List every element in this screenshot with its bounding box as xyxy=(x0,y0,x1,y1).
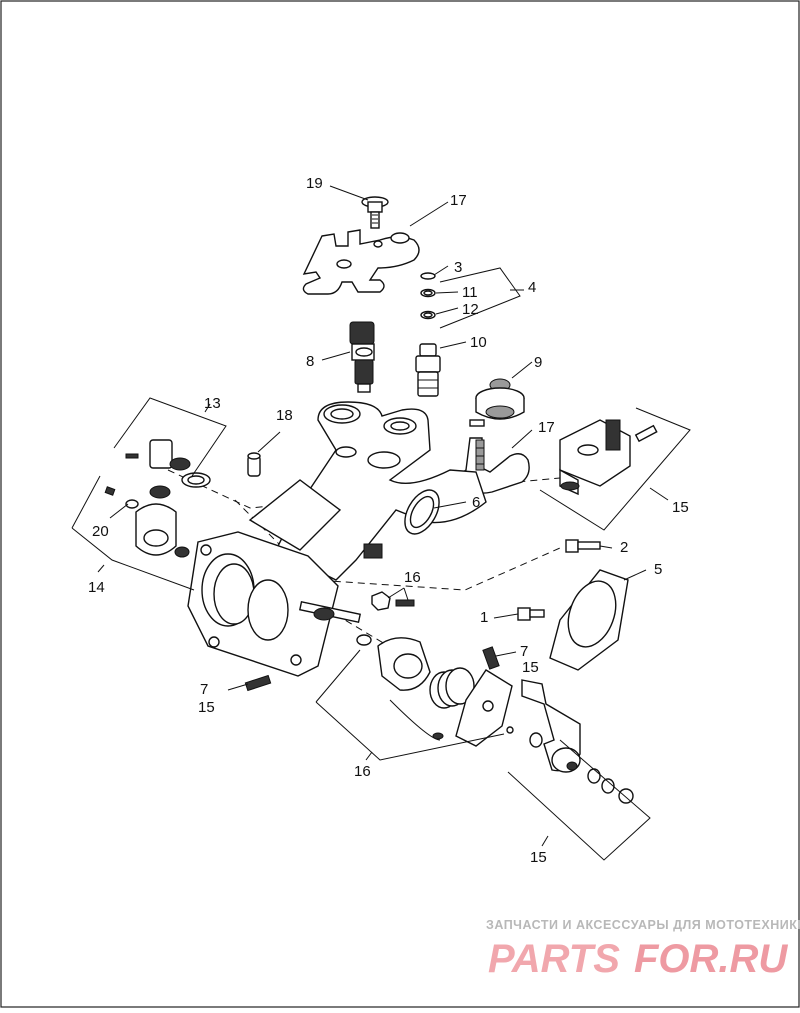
callout-labels: 19 17 3 4 11 12 10 8 9 13 18 17 6 15 20 … xyxy=(88,175,689,866)
callout-9: 9 xyxy=(534,354,542,371)
callout-18: 18 xyxy=(276,407,293,424)
bolt-19 xyxy=(361,196,389,229)
callout-7-right: 7 xyxy=(520,643,528,660)
dowel-18 xyxy=(247,452,261,477)
gasket-5 xyxy=(549,569,629,671)
cruise-bracket-15 xyxy=(521,679,634,804)
throttle-cam-16 xyxy=(356,634,514,747)
callout-15-right: 15 xyxy=(672,499,689,516)
watermark-brand-left: PARTS xyxy=(488,937,620,981)
iac-valve-15 xyxy=(559,419,658,496)
callout-12: 12 xyxy=(462,301,479,318)
tps-sensor-14 xyxy=(104,485,190,558)
throttle-body xyxy=(187,531,362,677)
callout-2: 2 xyxy=(620,539,628,556)
watermark-tagline: ЗАПЧАСТИ И АКСЕССУАРЫ ДЛЯ МОТОТЕХНИКИ xyxy=(486,918,800,932)
group-brackets xyxy=(71,267,691,861)
bracket-17-top xyxy=(302,229,420,295)
callout-19: 19 xyxy=(306,175,323,192)
screw-1 xyxy=(517,607,545,621)
callout-5: 5 xyxy=(654,561,662,578)
callout-1: 1 xyxy=(480,609,488,626)
manifold-6 xyxy=(248,401,487,581)
callout-7-left: 7 xyxy=(200,681,208,698)
leader-lines xyxy=(109,185,647,691)
pressure-regulator-9 xyxy=(469,378,525,427)
tmap-sensor-13 xyxy=(125,439,211,488)
callout-17-lower: 17 xyxy=(538,419,555,436)
callout-4: 4 xyxy=(528,279,536,296)
screw-7-left xyxy=(244,674,272,692)
callout-3: 3 xyxy=(454,259,462,276)
screw-7-right xyxy=(482,646,500,670)
injector-8 xyxy=(349,321,375,393)
callout-15-cam: 15 xyxy=(522,659,539,676)
screw-16 xyxy=(371,591,415,611)
callout-8: 8 xyxy=(306,353,314,370)
screw-2 xyxy=(565,539,601,553)
callout-20: 20 xyxy=(92,523,109,540)
callout-14: 14 xyxy=(88,579,105,596)
callout-17-top: 17 xyxy=(450,192,467,209)
callout-16-upper: 16 xyxy=(404,569,421,586)
callout-10: 10 xyxy=(470,334,487,351)
callout-6: 6 xyxy=(472,494,480,511)
o-rings-3-11-12 xyxy=(420,272,436,320)
callout-13: 13 xyxy=(204,395,221,412)
callout-16-lower: 16 xyxy=(354,763,371,780)
callout-11: 11 xyxy=(462,284,478,301)
callout-15-left: 15 xyxy=(198,699,215,716)
watermark: ЗАПЧАСТИ И АКСЕССУАРЫ ДЛЯ МОТОТЕХНИКИ PA… xyxy=(486,918,800,981)
filter-10 xyxy=(415,343,441,397)
callout-15-lower: 15 xyxy=(530,849,547,866)
watermark-brand-right: FOR.RU xyxy=(634,937,788,981)
